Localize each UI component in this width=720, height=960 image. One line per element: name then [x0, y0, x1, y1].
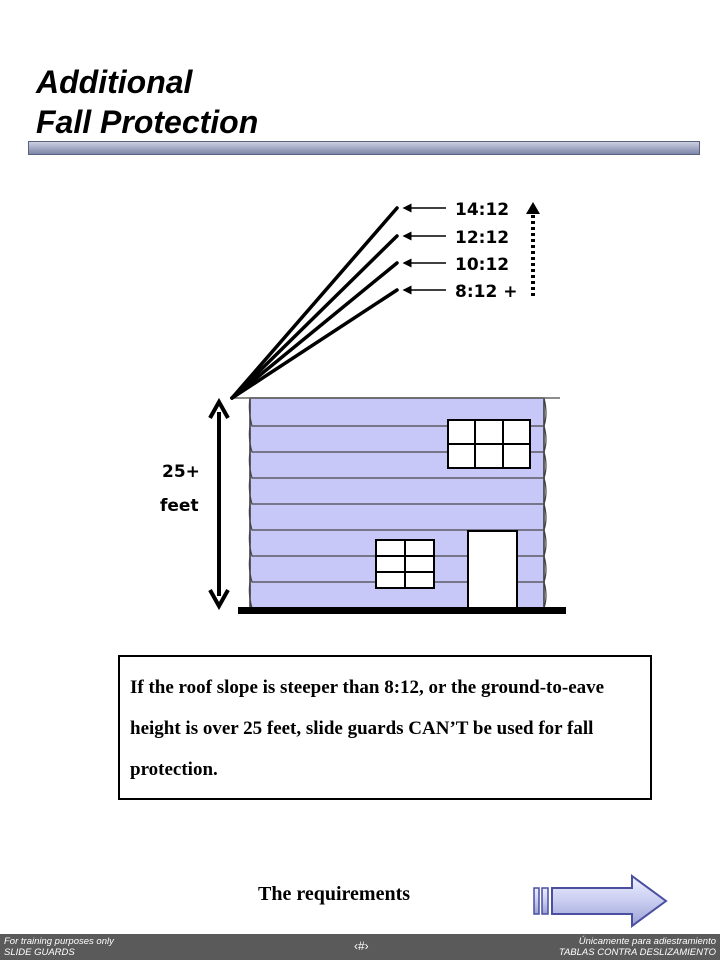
requirements-link[interactable]: The requirements [258, 883, 411, 905]
footer-left: For training purposes only SLIDE GUARDS [4, 936, 114, 958]
slide-footer: For training purposes only SLIDE GUARDS … [0, 934, 720, 960]
slope-pointers [402, 203, 446, 295]
title-line-2: Fall Protection [36, 104, 259, 140]
upper-window [447, 419, 531, 469]
slope-label-4: 8:12 + [455, 282, 517, 302]
height-unit-label: feet [160, 496, 199, 516]
title-line-1: Additional [36, 64, 193, 100]
slope-line-14-12 [230, 206, 399, 400]
title-underline-bar [28, 141, 700, 155]
slope-label-2: 12:12 [455, 228, 509, 248]
slope-line-10-12 [230, 261, 399, 400]
slope-lines [230, 206, 399, 400]
slide-title: Additional Fall Protection [36, 62, 258, 142]
slope-label-3: 10:12 [455, 255, 509, 275]
door [467, 530, 518, 610]
increasing-slope-arrow [526, 202, 540, 296]
footer-left-line-1: For training purposes only [4, 936, 114, 947]
height-arrow [208, 397, 230, 611]
warning-callout-box: If the roof slope is steeper than 8:12, … [118, 655, 652, 800]
slope-label-1: 14:12 [455, 200, 509, 220]
footer-left-line-2: SLIDE GUARDS [4, 947, 75, 958]
slope-line-12-12 [230, 234, 399, 400]
ground-line [238, 607, 566, 614]
footer-right-line-1: Únicamente para adiestramiento [578, 936, 716, 947]
next-arrow-icon[interactable] [532, 872, 672, 932]
footer-right-line-2: TABLAS CONTRA DESLIZAMIENTO [558, 947, 716, 958]
height-value-label: 25+ [162, 462, 200, 482]
callout-text: If the roof slope is steeper than 8:12, … [130, 677, 605, 780]
footer-right: Únicamente para adiestramiento TABLAS CO… [559, 936, 716, 958]
slope-line-8-12 [230, 288, 399, 400]
house [230, 397, 566, 614]
roof-slope-diagram: 25+ feet 14:12 12:12 10:12 8:12 + [160, 200, 566, 614]
lower-window [375, 539, 435, 589]
slide-number: ‹#› [354, 939, 369, 953]
